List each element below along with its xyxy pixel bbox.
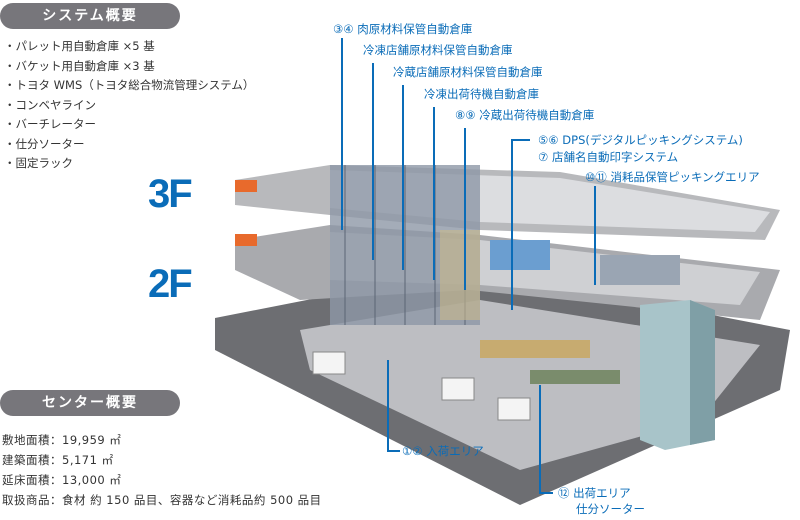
chilled-rack [440,230,480,320]
callout-store-name-printing: ⑦ 店舗名自動印字システム [538,150,679,164]
callout-dps: ⑤⑥ DPS(デジタルピッキングシステム) [538,133,743,147]
callout-receiving-area: ①② 入荷エリア [402,444,484,458]
system-overview-list: パレット用自動倉庫 ×5 基 バケット用自動倉庫 ×3 基 トヨタ WMS（トヨ… [4,37,255,174]
leader-lines [341,38,596,494]
trucks [312,351,531,421]
list-item: 固定ラック [4,154,254,174]
list-item: 建築面積：5,171 ㎡ [2,453,114,467]
floor-label-2f: 2F [148,262,193,306]
callout-meat-warehouse: ③④ 肉原材料保管自動倉庫 [333,22,473,36]
list-item: パレット用自動倉庫 ×5 基 [4,37,254,57]
list-item: 仕分ソーター [4,135,254,155]
callout-sorter: 仕分ソーター [576,502,645,516]
dps-area [490,240,550,270]
list-item: 延床面積：13,000 ㎡ [2,473,122,487]
center-overview-list: 敷地面積：19,959 ㎡ 建築面積：5,171 ㎡ 延床面積：13,000 ㎡… [2,430,322,510]
consumables-area [600,255,680,285]
callout-frozen-ship-warehouse: 冷凍出荷待機自動倉庫 [424,87,539,101]
unit-2f [235,234,257,246]
system-overview-title: システム概要 [0,3,180,29]
center-overview-title: センター概要 [0,390,180,416]
callout-frozen-store-warehouse: 冷凍店舗原材料保管自動倉庫 [363,43,513,57]
list-item: コンベヤライン [4,96,254,116]
conveyor [480,340,590,358]
list-item: 敷地面積：19,959 ㎡ [2,433,122,447]
callout-consumables-area: ⑩⑪ 消耗品保管ピッキングエリア [585,170,760,184]
list-item: バーチレーター [4,115,254,135]
list-item: 取扱商品：食材 約 150 品目、容器など消耗品約 500 品目 [2,493,322,507]
callout-chilled-ship-warehouse: ⑧⑨ 冷蔵出荷待機自動倉庫 [455,108,595,122]
callout-shipping-area: ⑫ 出荷エリア [558,486,631,500]
floor-label-3f: 3F [148,172,193,216]
list-item: トヨタ WMS（トヨタ総合物流管理システム） [4,76,255,96]
unit-3f [235,180,257,192]
list-item: バケット用自動倉庫 ×3 基 [4,57,254,77]
callout-chilled-store-warehouse: 冷蔵店舗原材料保管自動倉庫 [393,65,543,79]
sorter [530,370,620,384]
